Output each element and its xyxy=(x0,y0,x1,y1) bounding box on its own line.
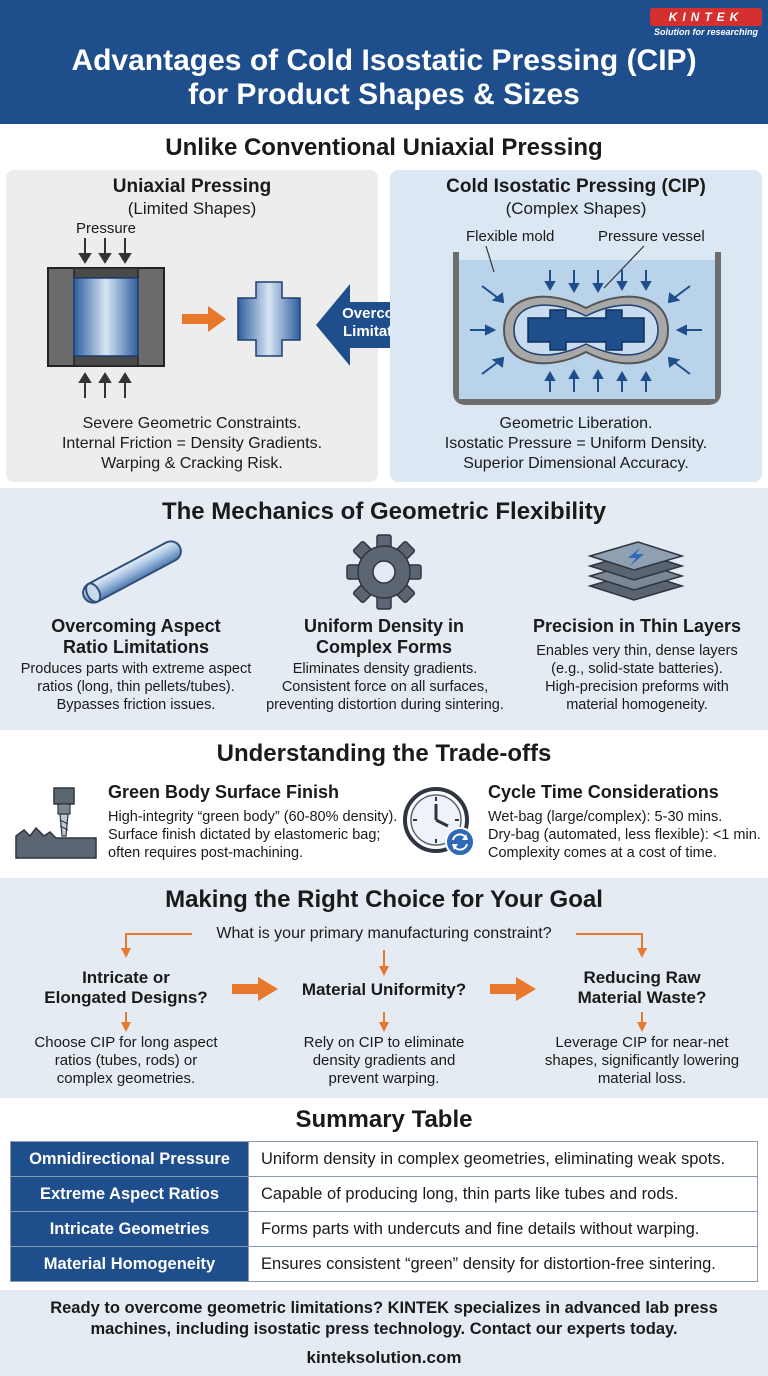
arrow-right-icon xyxy=(182,306,226,332)
choice-uniformity-title: Material Uniformity? xyxy=(301,980,467,999)
isostatic-arrow-icons xyxy=(470,270,702,392)
down-arrow-icons xyxy=(78,238,132,264)
uniaxial-description: Severe Geometric Constraints. Internal F… xyxy=(61,415,323,472)
table-value-cell: Capable of producing long, thin parts li… xyxy=(248,1176,758,1212)
choice-waste-desc: Leverage CIP for near-net shapes, signif… xyxy=(544,1034,740,1087)
header-banner xyxy=(0,0,768,124)
tradeoff-surface-title: Green Body Surface Finish xyxy=(108,782,340,802)
footer xyxy=(0,1290,768,1376)
table-value-cell: Ensures consistent “green” density for d… xyxy=(248,1246,758,1282)
pressure-vessel-label: Pressure vessel xyxy=(598,228,705,245)
mechanics-title: The Mechanics of Geometric Flexibility xyxy=(161,498,607,525)
choice-uniformity-desc: Rely on CIP to eliminate density gradien… xyxy=(303,1034,465,1087)
choice-section xyxy=(0,878,768,1098)
uniaxial-title: Uniaxial Pressing xyxy=(112,176,272,197)
clock-icon xyxy=(403,787,475,857)
summary-title: Summary Table xyxy=(295,1106,473,1133)
tradeoffs-title: Understanding the Trade-offs xyxy=(216,740,552,767)
table-key-cell: Material Homogeneity xyxy=(10,1246,249,1282)
powder-compact xyxy=(73,277,139,357)
page-title: Advantages of Cold Isostatic Pressing (C… xyxy=(0,44,768,112)
table-row: Material Homogeneity Ensures consistent … xyxy=(10,1246,758,1282)
pressure-label: Pressure xyxy=(75,220,137,237)
choice-flow-arrows xyxy=(121,933,647,1032)
page-title-line1: Advantages of Cold Isostatic Pressing (C… xyxy=(71,44,697,77)
pressure-vessel xyxy=(453,252,721,405)
battery-layers-icon xyxy=(587,541,685,601)
logo-tagline: Solution for researching xyxy=(653,27,758,37)
flexible-mold-label: Flexible mold xyxy=(466,228,555,245)
tradeoff-surface-desc: High-integrity “green body” (60-80% dens… xyxy=(108,809,398,861)
table-key-cell: Intricate Geometries xyxy=(10,1211,249,1247)
choice-waste-title: Reducing Raw Material Waste? xyxy=(577,968,707,1007)
footer-website-link[interactable]: kinteksolution.com xyxy=(306,1348,462,1367)
feature-density-title: Uniform Density in Complex Forms xyxy=(303,616,464,657)
table-row: Extreme Aspect Ratios Capable of produci… xyxy=(10,1176,758,1212)
choice-title: Making the Right Choice for Your Goal xyxy=(165,886,603,913)
feature-thin-layers-desc: Enables very thin, dense layers (e.g., s… xyxy=(536,643,738,713)
footer-cta: Ready to overcome geometric limitations?… xyxy=(50,1299,718,1338)
summary-table: Omnidirectional Pressure Uniform density… xyxy=(10,1141,758,1282)
table-row: Omnidirectional Pressure Uniform density… xyxy=(10,1141,758,1177)
table-key-cell: Extreme Aspect Ratios xyxy=(10,1176,249,1212)
comparison-title: Unlike Conventional Uniaxial Pressing xyxy=(165,134,603,161)
choice-question: What is your primary manufacturing const… xyxy=(216,925,552,942)
choice-intricate-title: Intricate or Elongated Designs? xyxy=(44,968,208,1007)
cip-title: Cold Isostatic Pressing (CIP) xyxy=(446,176,706,197)
cip-subtitle: (Complex Shapes) xyxy=(505,199,647,218)
kintek-logo: KINTEK Solution for researching xyxy=(650,8,762,38)
feature-thin-layers-title: Precision in Thin Layers xyxy=(532,616,742,636)
complex-part-shape xyxy=(527,309,645,351)
tradeoff-cycle-title: Cycle Time Considerations xyxy=(488,782,719,802)
logo-word: KINTEK xyxy=(650,8,762,26)
table-row: Intricate Geometries Forms parts with un… xyxy=(10,1211,758,1247)
uniaxial-panel: Uniaxial Pressing (Limited Shapes) Press… xyxy=(6,170,378,482)
up-arrow-icons xyxy=(78,372,132,398)
tradeoff-cycle-desc: Wet-bag (large/complex): 5-30 mins. Dry-… xyxy=(488,809,761,861)
feature-aspect-title: Overcoming Aspect Ratio Limitations xyxy=(51,616,221,657)
table-value-cell: Uniform density in complex geometries, e… xyxy=(248,1141,758,1177)
page-title-line2: for Product Shapes & Sizes xyxy=(188,78,580,111)
feature-aspect-desc: Produces parts with extreme aspect ratio… xyxy=(20,661,252,713)
cip-panel: Cold Isostatic Pressing (CIP) (Complex S… xyxy=(390,170,762,482)
cip-description: Geometric Liberation. Isostatic Pressure… xyxy=(444,415,708,472)
uniaxial-subtitle: (Limited Shapes) xyxy=(127,199,257,218)
feature-density-desc: Eliminates density gradients. Consistent… xyxy=(266,661,504,713)
machining-icon xyxy=(15,787,97,859)
gear-icon xyxy=(346,534,422,610)
table-value-cell: Forms parts with undercuts and fine deta… xyxy=(248,1211,758,1247)
simple-part-shape xyxy=(237,281,301,357)
tube-icon xyxy=(82,540,182,604)
table-key-cell: Omnidirectional Pressure xyxy=(10,1141,249,1177)
choice-intricate-desc: Choose CIP for long aspect ratios (tubes… xyxy=(34,1034,218,1087)
uniaxial-die-diagram xyxy=(47,238,301,398)
cip-vessel-diagram xyxy=(453,245,721,405)
